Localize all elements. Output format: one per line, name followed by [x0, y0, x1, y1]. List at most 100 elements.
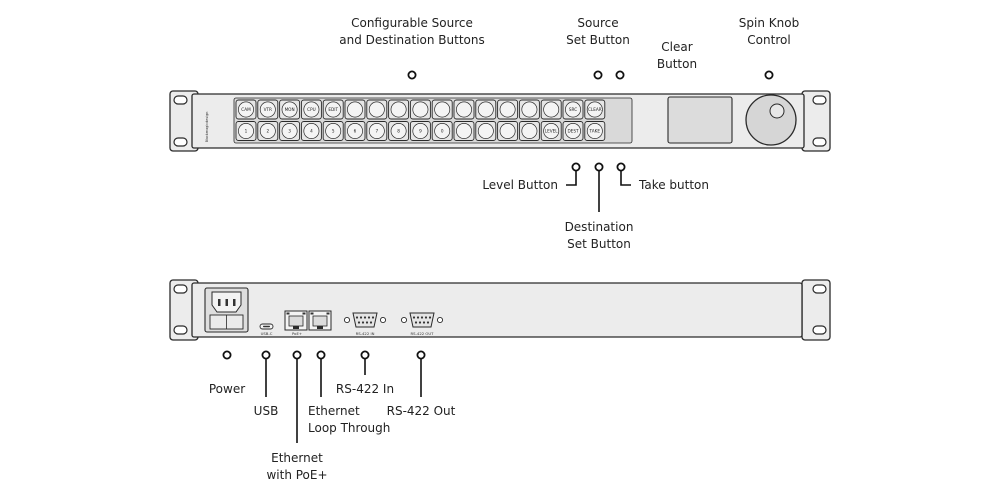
label-level-button: Level Button: [482, 178, 558, 192]
panel-button-label: TAKE: [589, 129, 601, 134]
callout-spin-knob: [764, 70, 774, 80]
panel-button-label: 0: [441, 129, 444, 134]
panel-button[interactable]: CPU: [300, 99, 322, 120]
front-callouts: [407, 70, 774, 212]
panel-button-label: 9: [419, 129, 422, 134]
dsub-pin: [371, 316, 375, 319]
dsub-pin: [416, 316, 420, 319]
panel-button-label: CPU: [307, 107, 316, 112]
panel-button[interactable]: [475, 121, 497, 141]
dsub-pin: [422, 321, 426, 324]
dsub-pin: [414, 321, 418, 324]
leader-level: [566, 171, 577, 186]
dsub-pin: [365, 321, 369, 324]
panel-button[interactable]: 9: [409, 121, 431, 141]
panel-button[interactable]: 7: [366, 121, 388, 141]
panel-button[interactable]: [431, 99, 453, 120]
ethernet-poe-port[interactable]: [284, 310, 308, 331]
callout-configurable: [407, 70, 417, 80]
panel-button[interactable]: 6: [344, 121, 366, 141]
panel-button-label: CLEAR: [588, 107, 602, 112]
poe-label: PoE+: [292, 331, 302, 336]
label-spin-knob: Spin Knob Control: [738, 16, 800, 47]
rs422-in-pins: [355, 316, 375, 324]
panel-button[interactable]: 8: [388, 121, 410, 141]
panel-button-label: DEST: [567, 129, 579, 134]
panel-button[interactable]: SRC: [562, 99, 584, 120]
dsub-pin: [412, 316, 416, 319]
panel-button-label: MON: [285, 107, 295, 112]
panel-button[interactable]: VTR: [257, 99, 279, 120]
panel-button[interactable]: EDIT: [322, 99, 344, 120]
dsub-pin: [359, 316, 363, 319]
rear-ear-hole: [812, 325, 827, 335]
panel-button[interactable]: [540, 99, 562, 120]
panel-button[interactable]: [518, 121, 540, 141]
rear-panel: USB-C PoE+ RS-422 IN: [169, 279, 831, 341]
panel-button[interactable]: LEVEL: [540, 121, 562, 141]
panel-button[interactable]: MON: [279, 99, 301, 120]
panel-button[interactable]: CAM: [235, 99, 257, 120]
dsub-pin: [355, 316, 359, 319]
label-ethernet-poe: Ethernet with PoE+: [266, 451, 328, 482]
label-rs422-in: RS-422 In: [335, 382, 395, 396]
panel-button[interactable]: [453, 121, 475, 141]
panel-button-label: 5: [332, 129, 335, 134]
lcd-display: [667, 96, 733, 144]
panel-button[interactable]: DEST: [562, 121, 584, 141]
panel-button-label: LEVEL: [545, 129, 558, 134]
panel-button[interactable]: [497, 121, 519, 141]
label-destination-set-button: Destination Set Button: [564, 220, 634, 251]
panel-button-label: CAM: [241, 107, 251, 112]
panel-button[interactable]: 3: [279, 121, 301, 141]
panel-button[interactable]: CLEAR: [584, 99, 606, 120]
usb-c-port[interactable]: [259, 323, 274, 330]
panel-button[interactable]: [344, 99, 366, 120]
spin-knob-dimple: [769, 103, 785, 119]
rear-ear-hole: [173, 325, 188, 335]
dsub-pin: [426, 321, 430, 324]
callout-level: [571, 162, 581, 172]
dsub-pin: [363, 316, 367, 319]
callout-destination: [594, 162, 604, 172]
leader-take: [620, 171, 631, 186]
panel-button[interactable]: [366, 99, 388, 120]
power-inlet: [204, 287, 249, 333]
usb-c-label: USB-C: [261, 331, 273, 336]
dsub-pin: [361, 321, 365, 324]
callout-source-set: [593, 70, 603, 80]
dsub-pin: [420, 316, 424, 319]
panel-button-label: 2: [266, 129, 269, 134]
callout-rs422-out: [416, 350, 426, 360]
brand-logo: Blackmagicdesign: [205, 112, 209, 143]
rear-ear-hole: [812, 284, 827, 294]
front-ear-hole: [812, 137, 827, 147]
panel-button[interactable]: 2: [257, 121, 279, 141]
panel-button[interactable]: [409, 99, 431, 120]
panel-button[interactable]: [453, 99, 475, 120]
rear-ear-hole: [173, 284, 188, 294]
button-grid: CAM VTR MON CPU EDIT SRC CLEAR 1 2 3 4 5 6 7 8 9 0 LEVEL D…: [235, 99, 606, 141]
panel-button[interactable]: 1: [235, 121, 257, 141]
dsub-pin: [424, 316, 428, 319]
label-power: Power: [208, 382, 246, 396]
panel-button[interactable]: [475, 99, 497, 120]
panel-button[interactable]: TAKE: [584, 121, 606, 141]
panel-button[interactable]: 5: [322, 121, 344, 141]
label-take-button: Take button: [639, 178, 709, 192]
panel-button[interactable]: [518, 99, 540, 120]
callout-rs422-in: [360, 350, 370, 360]
label-configurable-buttons: Configurable Source and Destination Butt…: [339, 16, 485, 47]
panel-button[interactable]: [388, 99, 410, 120]
rs422-out-pins: [412, 316, 432, 324]
dsub-pin: [369, 321, 373, 324]
spin-knob[interactable]: [745, 94, 797, 146]
panel-button[interactable]: [497, 99, 519, 120]
panel-button-label: 4: [310, 129, 313, 134]
panel-button[interactable]: 4: [300, 121, 322, 141]
rs422-out-label: RS-422 OUT: [411, 331, 435, 336]
ethernet-loop-port[interactable]: [308, 310, 332, 331]
panel-button[interactable]: 0: [431, 121, 453, 141]
panel-button-label: VTR: [264, 107, 272, 112]
panel-button-label: 7: [375, 129, 378, 134]
